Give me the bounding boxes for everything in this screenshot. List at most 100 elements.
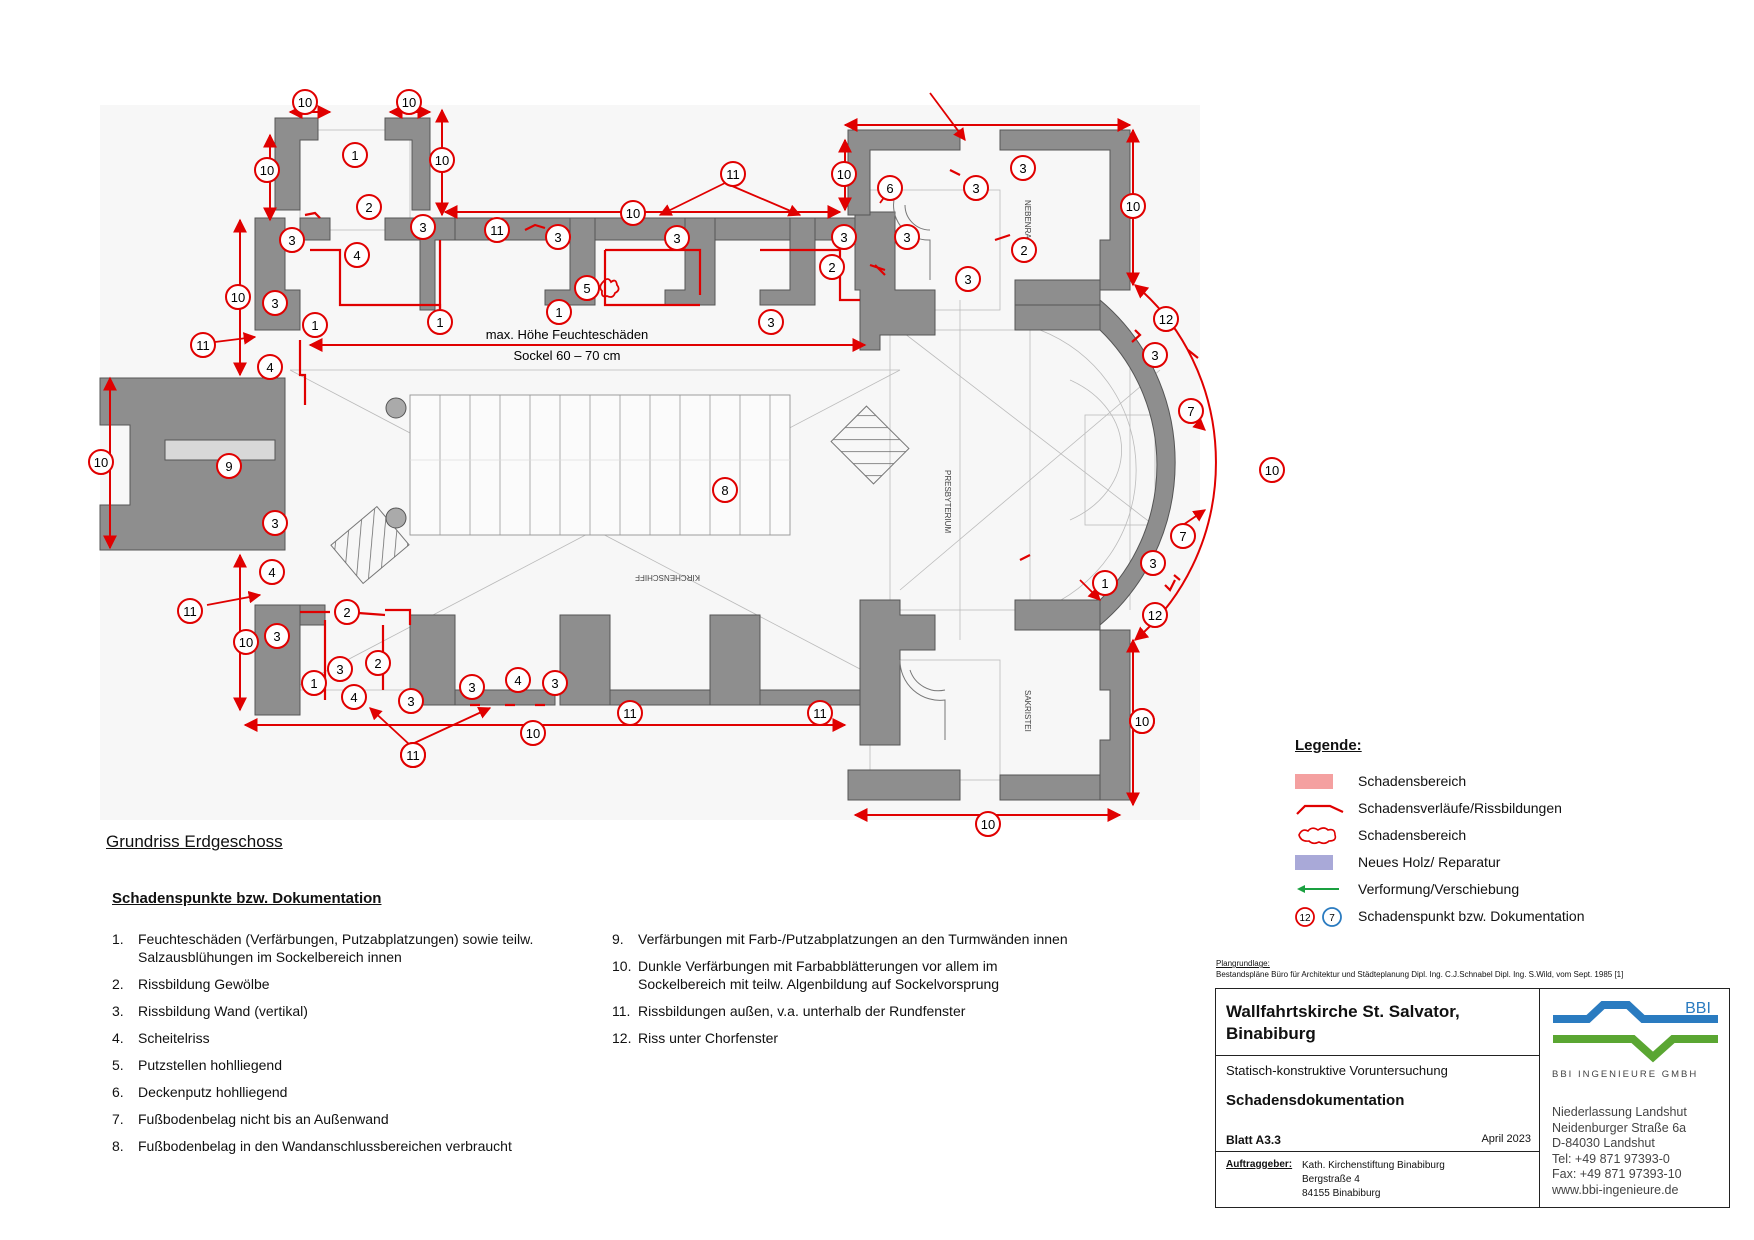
damage-marker-label: 3 <box>271 296 278 311</box>
room-label: SAKRISTEI <box>1023 690 1032 732</box>
damage-marker-label: 3 <box>673 231 680 246</box>
damage-marker-label: 1 <box>310 676 317 691</box>
damage-marker: 3 <box>1142 342 1168 368</box>
damage-marker: 1 <box>1092 570 1118 596</box>
legend-item: Schadensbereich <box>1295 821 1735 848</box>
damage-marker-label: 12 <box>1148 608 1162 623</box>
damage-marker: 8 <box>712 477 738 503</box>
damage-marker: 3 <box>398 688 424 714</box>
damage-marker: 6 <box>877 175 903 201</box>
damage-item: 11.Rissbildungen außen, v.a. unterhalb d… <box>612 1003 966 1019</box>
legend-title: Legende: <box>1295 737 1362 754</box>
damage-marker-label: 1 <box>311 318 318 333</box>
plan-basis: Plangrundlage: Bestandspläne Büro für Ar… <box>1216 958 1736 980</box>
damage-marker-label: 9 <box>225 459 232 474</box>
damage-marker: 3 <box>758 309 784 335</box>
damage-marker: 3 <box>1010 155 1036 181</box>
damage-marker: 11 <box>400 742 426 768</box>
damage-marker-label: 11 <box>726 167 740 182</box>
damage-marker-label: 11 <box>196 338 210 353</box>
damage-marker: 3 <box>955 266 981 292</box>
project-subtitle: Statisch-konstruktive Voruntersuchung <box>1226 1063 1448 1078</box>
damage-marker: 10 <box>429 147 455 173</box>
damage-marker-label: 10 <box>94 455 108 470</box>
damage-marker-label: 10 <box>981 817 995 832</box>
damage-marker-label: 10 <box>837 167 851 182</box>
damage-marker-label: 3 <box>419 220 426 235</box>
damage-marker: 3 <box>831 224 857 250</box>
damage-marker-label: 3 <box>336 662 343 677</box>
damage-marker-label: 2 <box>343 605 350 620</box>
damage-marker-label: 7 <box>1179 529 1186 544</box>
damage-item: 12.Riss unter Chorfenster <box>612 1030 779 1046</box>
damage-marker: 2 <box>819 254 845 280</box>
damage-marker-label: 6 <box>886 181 893 196</box>
damage-item: 2.Rissbildung Gewölbe <box>112 976 270 992</box>
damage-cloud <box>599 278 620 298</box>
damage-marker: 1 <box>302 312 328 338</box>
damage-marker: 12 <box>1142 602 1168 628</box>
damage-item: 7.Fußbodenbelag nicht bis an Außenwand <box>112 1111 389 1127</box>
damage-marker: 3 <box>1140 550 1166 576</box>
damage-marker: 10 <box>292 89 318 115</box>
damage-marker-label: 10 <box>260 163 274 178</box>
damage-marker: 3 <box>542 670 568 696</box>
damage-marker: 10 <box>831 161 857 187</box>
damage-marker: 10 <box>233 629 259 655</box>
plan-basis-text: Bestandspläne Büro für Architektur und S… <box>1216 970 1624 979</box>
room-label: KIRCHENSCHIFF <box>635 573 700 582</box>
damage-marker: 4 <box>505 667 531 693</box>
legend-item: Schadensverläufe/Rissbildungen <box>1295 794 1735 821</box>
damage-marker: 1 <box>301 670 327 696</box>
damage-marker-label: 3 <box>468 680 475 695</box>
damage-marker-label: 3 <box>273 629 280 644</box>
damage-marker: 4 <box>257 354 283 380</box>
damage-marker: 3 <box>664 225 690 251</box>
damage-item: 5.Putzstellen hohlliegend <box>112 1057 282 1073</box>
damage-item: 9.Verfärbungen mit Farb-/Putzabplatzunge… <box>612 931 1068 947</box>
damage-cloud-icon <box>1298 826 1337 844</box>
moisture-note-line2: Sockel 60 – 70 cm <box>514 348 621 363</box>
damage-item: 6.Deckenputz hohlliegend <box>112 1084 288 1100</box>
point-marker-icons: 12 7 <box>1295 906 1342 927</box>
damage-marker-label: 1 <box>351 148 358 163</box>
damage-marker: 9 <box>216 453 242 479</box>
damage-marker-label: 3 <box>840 230 847 245</box>
damage-marker: 2 <box>365 650 391 676</box>
damage-marker: 10 <box>225 284 251 310</box>
legend-item: Verformung/Verschiebung <box>1295 875 1735 902</box>
damage-marker-label: 2 <box>1020 243 1027 258</box>
damage-marker: 3 <box>262 510 288 536</box>
plan-basis-label: Plangrundlage: <box>1216 959 1270 968</box>
damage-points-title: Schadenspunkte bzw. Dokumentation <box>112 890 382 907</box>
damage-marker-label: 11 <box>813 706 827 721</box>
damage-marker: 5 <box>574 275 600 301</box>
damage-marker-label: 3 <box>1019 161 1026 176</box>
damage-marker: 3 <box>262 290 288 316</box>
svg-text:BBI: BBI <box>1685 1000 1711 1017</box>
client-address: Kath. Kirchenstiftung Binabiburg Bergstr… <box>1302 1160 1445 1199</box>
moisture-note-line1: max. Höhe Feuchteschäden <box>486 327 649 342</box>
damage-marker-label: 3 <box>407 694 414 709</box>
damage-marker-label: 5 <box>583 281 590 296</box>
deformation-arrow-icon <box>1297 884 1339 893</box>
plan-title: Grundriss Erdgeschoss <box>106 832 283 851</box>
damage-marker: 10 <box>1120 193 1146 219</box>
damage-marker-label: 3 <box>1149 556 1156 571</box>
damage-marker-label: 3 <box>554 230 561 245</box>
damage-marker: 2 <box>356 194 382 220</box>
damage-marker-label: 3 <box>288 233 295 248</box>
crack-line-icon <box>1296 804 1344 815</box>
damage-item: 3.Rissbildung Wand (vertikal) <box>112 1003 308 1019</box>
damage-item: 8.Fußbodenbelag in den Wandanschlussbere… <box>112 1138 512 1154</box>
damage-marker-label: 11 <box>183 604 197 619</box>
pews <box>409 394 791 536</box>
damage-list-left: 1.Feuchteschäden (Verfärbungen, Putzabpl… <box>112 930 592 1164</box>
damage-marker: 10 <box>88 449 114 475</box>
damage-marker-label: 10 <box>239 635 253 650</box>
damage-marker-label: 11 <box>406 748 420 763</box>
damage-marker-label: 3 <box>767 315 774 330</box>
bbi-logo: BBI <box>1553 1000 1718 1063</box>
room-label: NEBENRAUM <box>1023 200 1032 251</box>
